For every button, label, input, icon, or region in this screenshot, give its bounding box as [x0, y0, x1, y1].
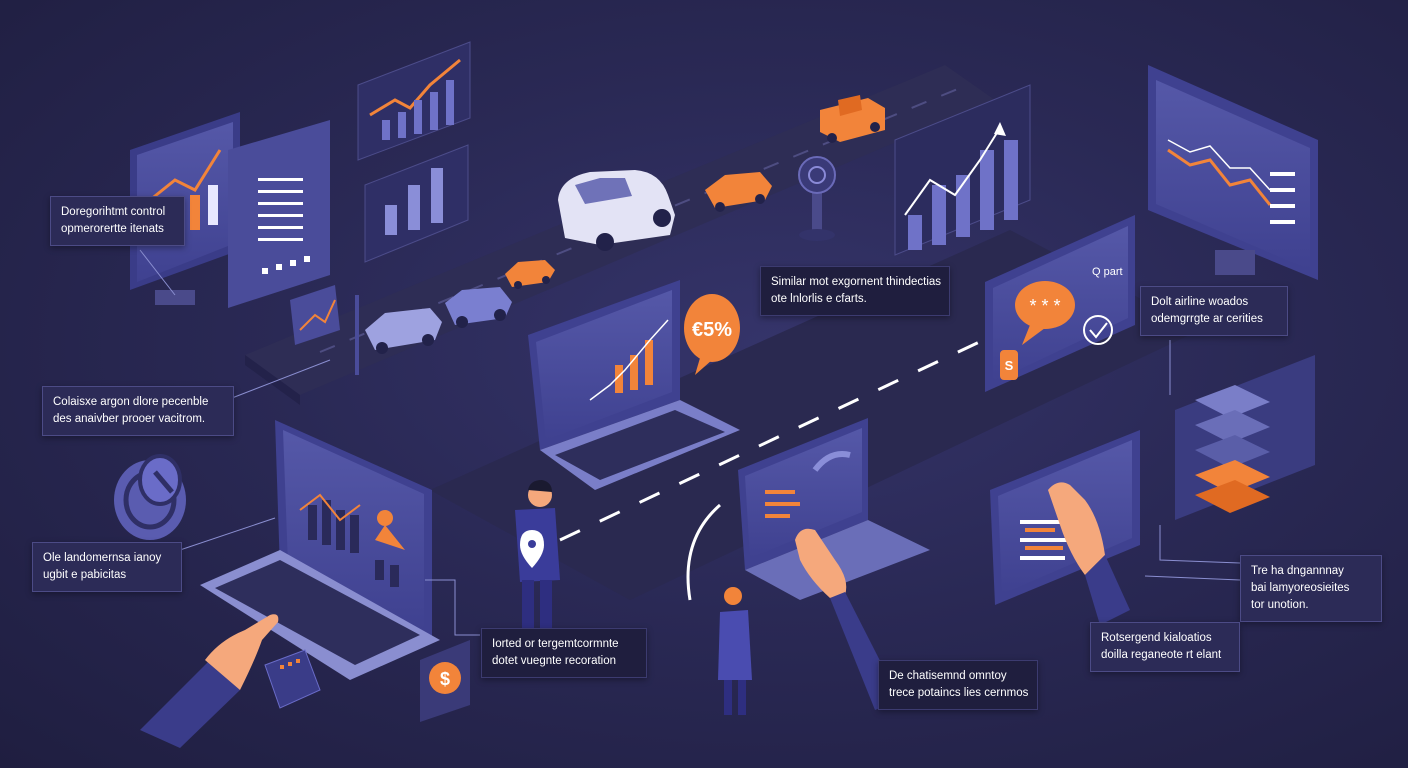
connector-lines: [139, 249, 1241, 636]
panel-list: [228, 120, 330, 308]
laptop-center: [528, 280, 740, 490]
car-white: [558, 170, 675, 251]
monitor-chat: * * * Q part S: [985, 215, 1135, 392]
chat-bubble-icon: * * *: [1015, 281, 1075, 345]
callout-middle-left: Colaisxe argon dlore pecenble des anaivb…: [42, 386, 234, 436]
callout-right-top: Dolt airline woados odemgrrgte ar ceriti…: [1140, 286, 1288, 336]
callout-top-left: Doregorihtmt control opmerorertte itenat…: [50, 196, 185, 246]
car-orange-1: [705, 172, 772, 212]
sign-post: [290, 285, 359, 375]
person-center: [515, 480, 560, 630]
callout-left-lower: Ole landomernsa ianoy ugbit e pabicitas: [32, 542, 182, 592]
callout-right-bottom: Rotsergend kialoatios doilla reganeote r…: [1090, 622, 1240, 672]
percent-badge-text: €5%: [692, 319, 732, 341]
car-white-2: [365, 308, 442, 354]
monitor-right: [1148, 65, 1318, 280]
callout-center-top: Similar mot exgornent thindectias ote ln…: [760, 266, 950, 316]
traffic-light-icon: [798, 156, 836, 241]
car-orange-2: [505, 260, 555, 289]
truck-orange: [820, 95, 885, 143]
svg-text:* * *: * * *: [1029, 296, 1060, 316]
person-small: [718, 587, 752, 715]
laptop-left: [200, 420, 440, 680]
dollar-icon: $: [420, 640, 470, 722]
car-blue: [445, 287, 512, 328]
server-stack: [1175, 355, 1315, 520]
location-pin-icon: [520, 530, 544, 568]
laptop-center-bottom: [738, 418, 930, 600]
percent-badge: €5%: [684, 294, 740, 375]
callout-bottom-mid: De chatisemnd omntoy trece potaincs lies…: [878, 660, 1038, 710]
chart-panel-mid: [364, 144, 469, 263]
s-badge: S: [1005, 358, 1014, 373]
chart-panel-right: [894, 84, 1031, 256]
hand-left: [140, 614, 279, 748]
target-icon: [114, 454, 186, 540]
screen-label: Q part: [1092, 266, 1123, 278]
check-icon: [1083, 315, 1113, 345]
hand-right: [1048, 482, 1130, 625]
callout-right-mid: Tre ha dngannnay bai lamyoreosieites tor…: [1240, 555, 1382, 622]
small-tablet: [264, 649, 321, 709]
dollar-sign: $: [440, 669, 450, 689]
chart-panel-top: [357, 41, 471, 161]
callout-center-bottom: Iorted or tergemtcormnte dotet vuegnte r…: [481, 628, 647, 678]
